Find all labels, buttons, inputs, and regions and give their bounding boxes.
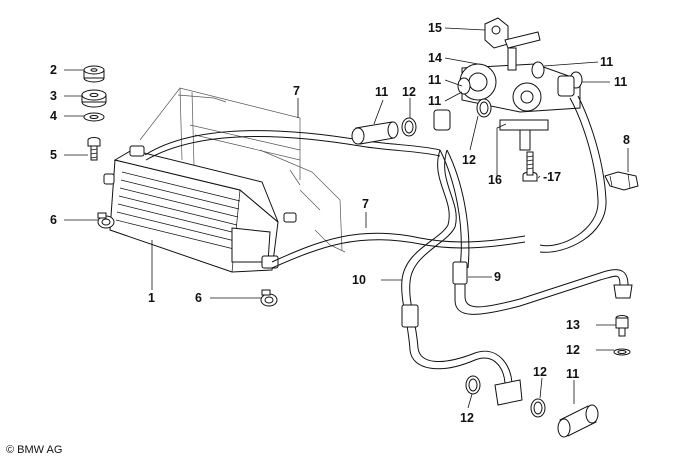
- cooler-hose-lower: [271, 232, 526, 269]
- callout-3: 3: [50, 89, 57, 103]
- oil-cooler: [103, 145, 297, 273]
- seal-ring-1: [401, 117, 417, 137]
- bolt-17: [522, 151, 538, 182]
- callout-5: 5: [50, 148, 57, 162]
- callout-8: 8: [623, 133, 630, 147]
- oil-pipe-right: [439, 95, 633, 315]
- callout-15: 15: [428, 21, 442, 35]
- thermostat-housing: [459, 17, 581, 151]
- leader-lines: [64, 27, 629, 409]
- callout-12-upper: 12: [402, 85, 416, 99]
- union-fitting: [615, 315, 629, 337]
- oil-hose-lower: [401, 149, 523, 406]
- callout-14: 14: [428, 51, 442, 65]
- hose-clamp-lower: [260, 289, 278, 307]
- callout-12-right: 12: [566, 343, 580, 357]
- callout-11-left: 11: [375, 85, 388, 99]
- callout-7-upper: 7: [293, 84, 300, 98]
- callout-12-bottom-left: 12: [460, 411, 474, 425]
- callout-16: 16: [488, 173, 502, 187]
- callout-6-lower: 6: [195, 291, 202, 305]
- callout-1: 1: [148, 291, 155, 305]
- callout-11-right-top: 11: [600, 55, 613, 69]
- banjo-bolt-left: [351, 121, 399, 145]
- callout-2: 2: [50, 63, 57, 77]
- seal-ring-5: [530, 398, 546, 418]
- callout-17: -17: [543, 170, 561, 184]
- callout-7-lower: 7: [362, 197, 369, 211]
- hose-clip: [604, 171, 639, 191]
- copyright-notice: © BMW AG: [6, 444, 63, 456]
- cooler-hose-upper: [144, 130, 441, 161]
- callout-11-right: 11: [614, 75, 627, 89]
- banjo-bolt-lower: [557, 404, 599, 438]
- mounting-hardware: [81, 65, 107, 161]
- seal-ring-2: [476, 98, 492, 118]
- callout-4: 4: [50, 109, 57, 123]
- callout-labels: 1 2 3 4 5 6 6 7 7 8 9 10 11 11 11 11 11 …: [50, 21, 630, 425]
- callout-12-center: 12: [462, 153, 476, 167]
- hose-end-fittings: [433, 75, 575, 131]
- callout-6-upper: 6: [50, 213, 57, 227]
- callout-9: 9: [494, 270, 501, 284]
- seal-ring-4: [465, 375, 481, 395]
- callout-12-bottom-mid: 12: [533, 365, 547, 379]
- hose-clamp-upper: [97, 212, 115, 229]
- callout-11-bottom: 11: [566, 367, 579, 381]
- callout-11-housing-upper: 11: [428, 73, 441, 87]
- seal-ring-3: [613, 348, 631, 356]
- callout-11-housing-lower: 11: [428, 94, 441, 108]
- callout-10: 10: [352, 273, 366, 287]
- callout-13: 13: [566, 318, 580, 332]
